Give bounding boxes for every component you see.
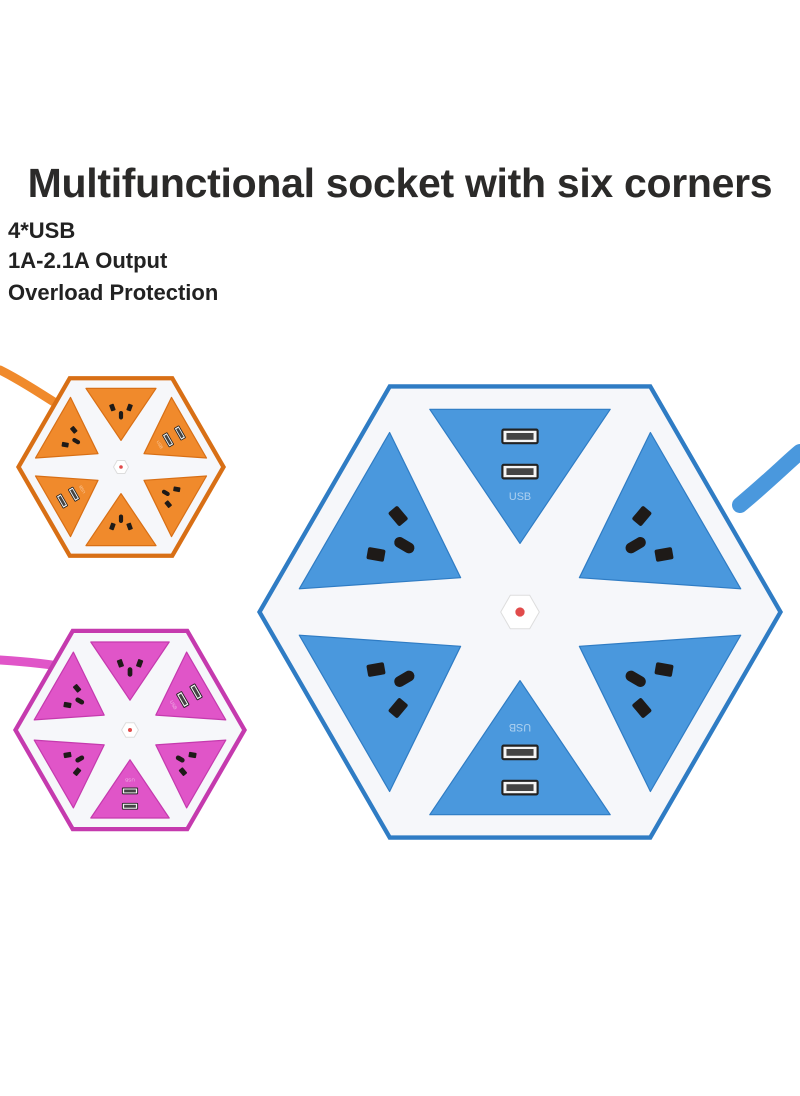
socket-round-hole (625, 670, 646, 687)
socket-round-hole (72, 437, 81, 445)
universal-outlet (109, 403, 133, 420)
socket-round-hole (118, 514, 124, 523)
usb-port-tongue (506, 468, 534, 475)
universal-outlet (161, 486, 181, 508)
socket-round-hole (161, 489, 170, 497)
blue-cable (732, 444, 800, 513)
usb-port-tongue (124, 789, 136, 793)
power-led (119, 465, 123, 469)
universal-outlet (109, 514, 133, 531)
socket-slot-left (72, 767, 82, 776)
socket-slot-left (654, 662, 674, 677)
usb-port-tongue (506, 433, 534, 440)
socket-slot-left (173, 486, 181, 493)
universal-outlet (61, 426, 81, 448)
usb-label: USB (509, 491, 531, 503)
usb-outlet: USB (156, 425, 186, 450)
socket-slot-left (63, 701, 72, 709)
socket-slot-right (72, 684, 82, 693)
usb-outlet: USB (501, 721, 539, 796)
socket-segment (298, 431, 462, 590)
feature-overload: Overload Protection (8, 280, 219, 305)
socket-round-hole (394, 537, 415, 554)
socket-slot-left (61, 441, 69, 448)
usb-port-tongue (70, 488, 78, 500)
usb-outlet: USB (121, 778, 139, 810)
socket-segment (143, 475, 208, 538)
socket-slot-right (109, 522, 116, 531)
universal-outlet (116, 659, 144, 677)
socket-round-hole (118, 411, 124, 420)
socket-slot-left (188, 751, 197, 759)
universal-outlet (63, 751, 85, 776)
universal-outlet (625, 506, 674, 562)
feature-usb: 4*USB (8, 218, 76, 243)
usb-label: USB (509, 721, 531, 733)
usb-port-tongue (176, 427, 184, 439)
universal-outlet (366, 506, 415, 562)
socket-round-hole (75, 755, 85, 763)
socket-slot-left (366, 547, 386, 562)
pink-hexagon-socket: USB USB (13, 628, 247, 832)
power-led (127, 727, 133, 733)
socket-segment (298, 634, 462, 793)
usb-port-tongue (178, 693, 187, 706)
socket-slot-right (126, 403, 133, 412)
socket-slot-left (109, 403, 116, 412)
feature-output: 1A-2.1A Output (8, 248, 168, 273)
usb-outlet: USB (501, 428, 539, 503)
socket-slot-right (70, 426, 78, 434)
socket-slot-right (164, 500, 172, 508)
socket-segment (578, 634, 742, 793)
usb-port-tongue (191, 686, 201, 698)
socket-slot-left (388, 698, 408, 718)
socket-segment (34, 396, 99, 459)
usb-label: USB (78, 484, 87, 494)
universal-outlet (625, 662, 674, 718)
orange-hexagon-socket: USB USB (16, 376, 226, 558)
socket-round-hole (75, 697, 85, 705)
socket-slot-left (632, 506, 652, 526)
usb-outlet: USB (56, 484, 87, 509)
usb-port-tongue (506, 784, 534, 791)
socket-segment (33, 739, 105, 809)
socket-segment (33, 651, 105, 721)
socket-slot-right (632, 698, 652, 718)
usb-outlet: USB (169, 683, 203, 711)
socket-round-hole (394, 670, 415, 687)
socket-slot-left (116, 659, 124, 668)
usb-port-tongue (506, 749, 534, 756)
usb-label: USB (169, 700, 178, 711)
usb-label: USB (125, 778, 135, 783)
socket-round-hole (127, 667, 133, 677)
socket-round-hole (175, 755, 185, 763)
socket-round-hole (625, 537, 646, 554)
socket-segment (578, 431, 742, 590)
socket-slot-right (63, 751, 72, 759)
socket-segment (155, 739, 227, 809)
universal-outlet (175, 751, 197, 776)
universal-outlet (366, 662, 415, 718)
socket-slot-right (654, 547, 674, 562)
socket-slot-right (388, 506, 408, 526)
socket-slot-right (136, 659, 144, 668)
usb-port-tongue (124, 804, 136, 808)
usb-label: USB (156, 440, 165, 450)
usb-port-tongue (164, 434, 172, 446)
headline: Multifunctional socket with six corners (27, 160, 773, 206)
socket-slot-left (126, 522, 133, 531)
power-led (515, 607, 525, 617)
socket-slot-right (366, 662, 386, 677)
universal-outlet (63, 684, 85, 709)
socket-slot-right (178, 767, 188, 776)
blue-hexagon-socket: USB USB (257, 384, 783, 840)
usb-port-tongue (58, 495, 66, 507)
